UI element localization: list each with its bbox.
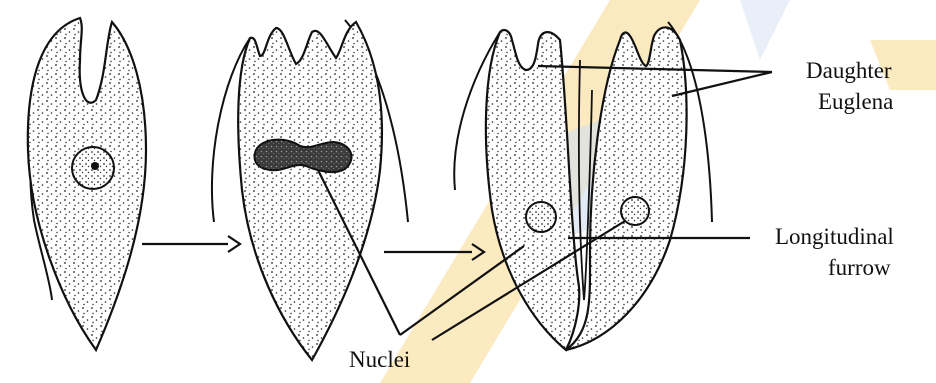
nucleolus-1 [91,162,99,170]
nucleus-left [526,202,556,232]
daughter-leader-2 [672,72,772,96]
euglena-cell-2 [212,20,408,360]
nuclei-label: Nuclei [349,347,410,372]
arrow-1 [142,236,240,252]
euglena-cell-1 [28,18,146,350]
longitudinal-label-line2: furrow [828,255,891,280]
nucleus-right [621,197,649,225]
daughter-label-line2: Euglena [818,89,893,114]
longitudinal-label-line1: Longitudinal [775,224,894,249]
daughter-label-line1: Daughter [806,58,892,83]
cell-body-2 [238,22,382,360]
